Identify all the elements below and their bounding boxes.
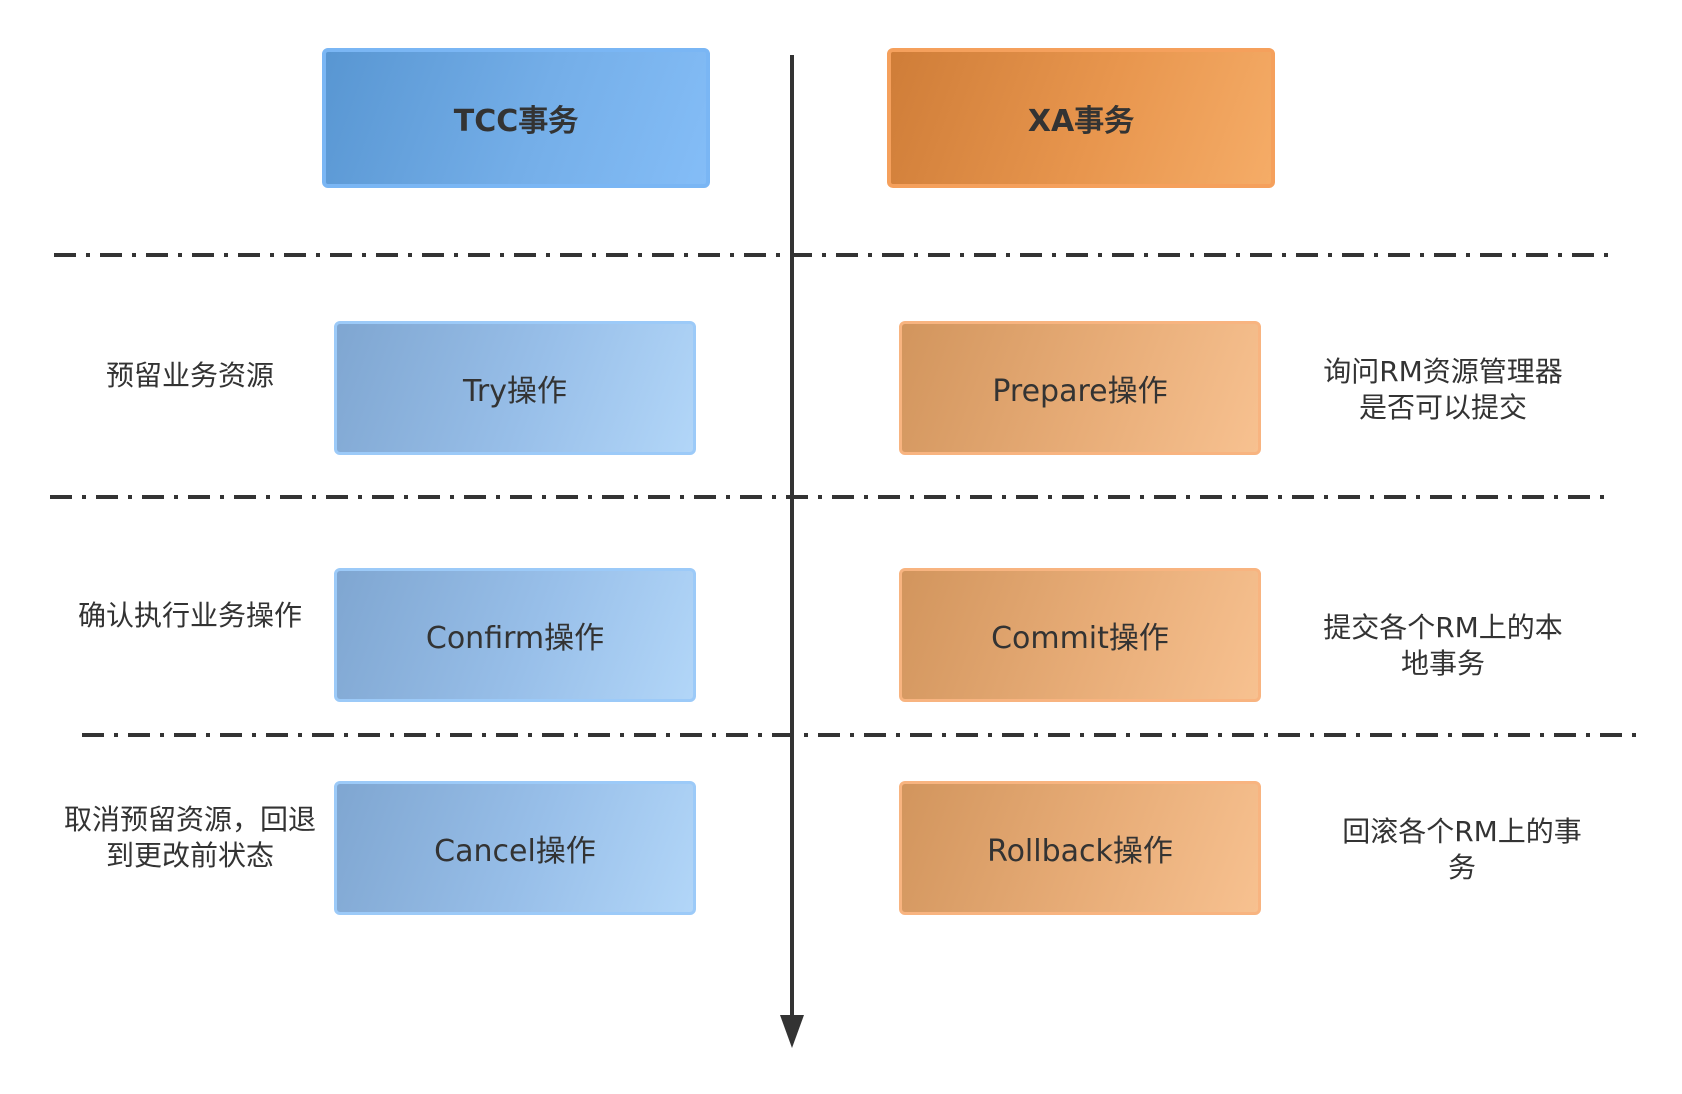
commit-operation-box: Commit操作 bbox=[899, 568, 1261, 702]
cancel-operation-box: Cancel操作 bbox=[334, 781, 696, 915]
prepare-operation-box: Prepare操作 bbox=[899, 321, 1261, 455]
rollback-operation-label: Rollback操作 bbox=[987, 834, 1173, 869]
xa-desc-prepare: 询问RM资源管理器是否可以提交 bbox=[1323, 355, 1563, 424]
tcc-desc-try: 预留业务资源 bbox=[105, 359, 274, 392]
xa-desc-rollback: 回滚各个RM上的事务 bbox=[1342, 815, 1582, 884]
try-operation-box: Try操作 bbox=[334, 321, 696, 455]
rollback-operation-box: Rollback操作 bbox=[899, 781, 1261, 915]
xa-header-box: XA事务 bbox=[887, 48, 1275, 188]
xa-desc-commit: 提交各个RM上的本地事务 bbox=[1323, 611, 1563, 680]
tcc-desc-cancel: 取消预留资源，回退到更改前状态 bbox=[63, 803, 316, 872]
cancel-operation-label: Cancel操作 bbox=[434, 834, 596, 869]
timeline-arrowhead bbox=[780, 1015, 804, 1048]
xa-header-label: XA事务 bbox=[1027, 104, 1135, 139]
tcc-desc-confirm: 确认执行业务操作 bbox=[77, 599, 302, 632]
confirm-operation-label: Confirm操作 bbox=[425, 621, 605, 656]
tcc-header-label: TCC事务 bbox=[453, 104, 579, 139]
tcc-header-box: TCC事务 bbox=[322, 48, 710, 188]
commit-operation-label: Commit操作 bbox=[991, 621, 1169, 656]
confirm-operation-box: Confirm操作 bbox=[334, 568, 696, 702]
try-operation-label: Try操作 bbox=[462, 374, 567, 409]
prepare-operation-label: Prepare操作 bbox=[992, 374, 1168, 409]
